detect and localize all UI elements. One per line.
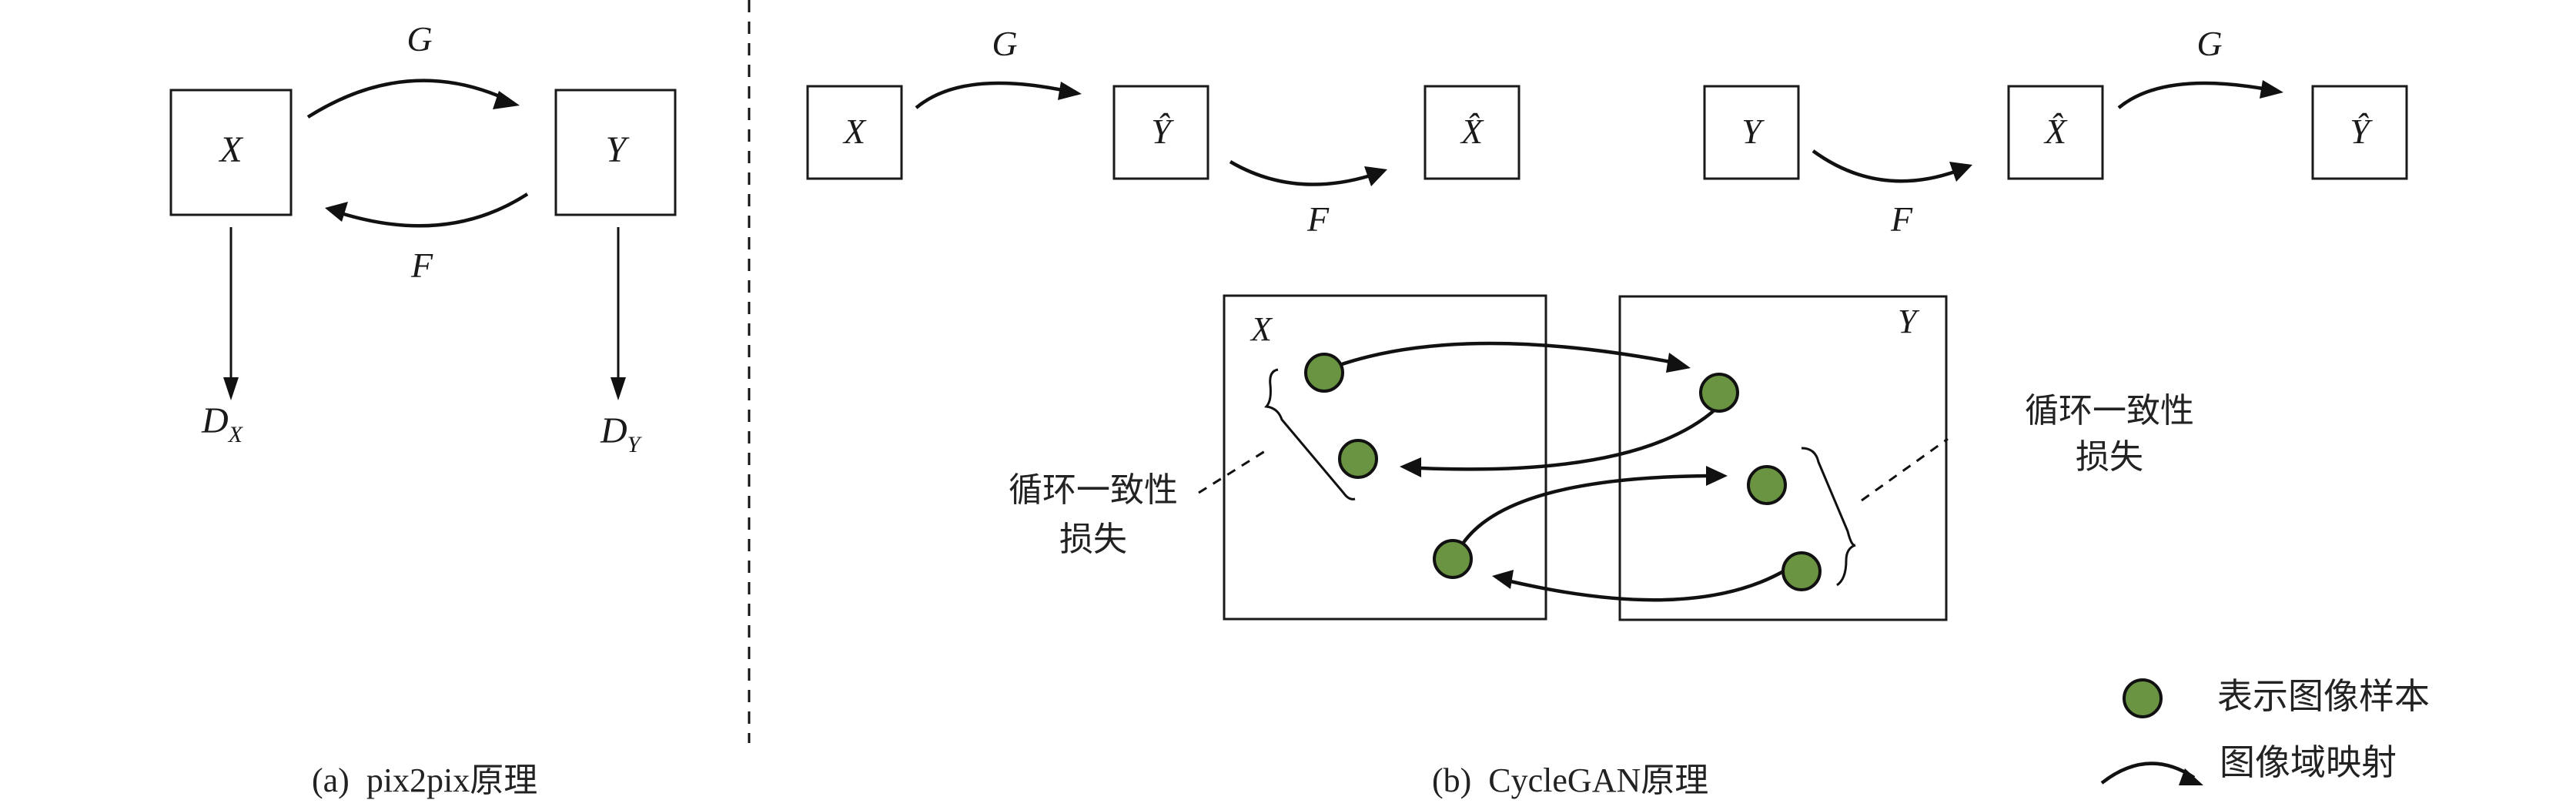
cycle-loss-label-right-line2: 损失 bbox=[2076, 437, 2143, 477]
arrowhead-icon bbox=[611, 377, 626, 400]
legend-mapping-label: 图像域映射 bbox=[2220, 741, 2397, 783]
node-y-label: Y bbox=[1741, 112, 1765, 151]
legend: 表示图像样本 图像域映射 bbox=[2100, 675, 2430, 785]
domain-y-box bbox=[554, 89, 677, 216]
sample-x2 bbox=[1338, 439, 1378, 479]
backward-g-arrow bbox=[2117, 81, 2268, 109]
discriminator-x-label: DX bbox=[201, 400, 244, 447]
cycle-loss-brace-right bbox=[1801, 447, 1856, 587]
arrowhead-icon bbox=[1364, 166, 1387, 186]
domain-y-region bbox=[1618, 295, 1948, 621]
generator-f-arrow bbox=[338, 192, 529, 228]
arrowhead-icon bbox=[1666, 353, 1691, 373]
forward-f-arrow bbox=[1229, 160, 1371, 186]
panel-b-cyclegan: X G Ŷ F X̂ Y F X̂ G Ŷ bbox=[806, 24, 2408, 799]
domain-y-region-label: Y bbox=[1898, 303, 1920, 340]
backward-cycle: Y F X̂ G Ŷ bbox=[1703, 24, 2408, 239]
forward-g-arrow bbox=[915, 81, 1067, 109]
domain-x-region bbox=[1223, 294, 1547, 621]
sample-y2 bbox=[1747, 465, 1787, 505]
arrowhead-icon bbox=[493, 91, 520, 109]
node-x-hat-label: X̂ bbox=[1460, 112, 1484, 151]
panel-a-pix2pix: X Y G F DX DY (a) pix2pix原理 bbox=[169, 19, 677, 799]
arrowhead-icon bbox=[325, 202, 348, 222]
sample-x3 bbox=[1433, 539, 1473, 579]
cycle-loss-label-left-line2: 损失 bbox=[1059, 520, 1127, 559]
forward-g-label: G bbox=[992, 24, 1017, 63]
legend-sample-icon bbox=[2123, 678, 2163, 718]
panel-b-caption: (b) CycleGAN原理 bbox=[1432, 761, 1708, 799]
node-x-hat-box bbox=[1423, 85, 1521, 180]
node-x-hat-label: X̂ bbox=[2043, 112, 2068, 151]
arrowhead-icon bbox=[1400, 457, 1421, 477]
arrowhead-icon bbox=[2179, 768, 2203, 785]
discriminator-y-label: DY bbox=[600, 410, 643, 457]
arrowhead-icon bbox=[223, 377, 239, 400]
arrowhead-icon bbox=[1949, 162, 1972, 182]
cycle-loss-leader-right bbox=[1861, 437, 1949, 502]
backward-g-label: G bbox=[2196, 24, 2222, 63]
mapping-arrow-y1-to-x2 bbox=[1420, 407, 1718, 471]
mapping-arrow-y3-to-x3 bbox=[1510, 568, 1788, 602]
node-y-hat-box bbox=[1112, 85, 1209, 180]
arrowhead-icon bbox=[1706, 466, 1728, 486]
domain-x-box bbox=[169, 89, 293, 216]
domain-x-region-label: X bbox=[1250, 310, 1273, 348]
domain-y-label: Y bbox=[606, 129, 630, 170]
arrowhead-icon bbox=[1492, 570, 1514, 589]
arrowhead-icon bbox=[1058, 82, 1082, 100]
legend-mapping-icon bbox=[2100, 761, 2196, 785]
sample-y3 bbox=[1781, 551, 1822, 591]
sample-y1 bbox=[1699, 373, 1739, 413]
backward-f-label: F bbox=[1890, 199, 1913, 239]
node-y-hat-label: Ŷ bbox=[1151, 112, 1174, 151]
sample-x1 bbox=[1304, 353, 1344, 393]
backward-f-arrow bbox=[1812, 149, 1958, 183]
node-y-hat-box bbox=[2311, 85, 2408, 180]
domain-x-label: X bbox=[218, 129, 243, 170]
panel-a-caption: (a) pix2pix原理 bbox=[312, 761, 537, 799]
node-x-box bbox=[806, 85, 903, 180]
mapping-arrow-x3-to-y2 bbox=[1461, 474, 1710, 545]
node-y-box bbox=[1703, 85, 1800, 180]
generator-f-label: F bbox=[410, 246, 433, 285]
generator-g-label: G bbox=[406, 19, 432, 59]
generator-g-arrow bbox=[306, 79, 509, 119]
image-samples bbox=[1304, 353, 1822, 591]
legend-sample-label: 表示图像样本 bbox=[2217, 675, 2430, 717]
forward-cycle: X G Ŷ F X̂ bbox=[806, 24, 1521, 239]
cycle-loss-leader-left bbox=[1198, 450, 1266, 494]
node-x-label: X bbox=[842, 112, 867, 151]
node-y-hat-label: Ŷ bbox=[2350, 112, 2373, 151]
cycle-loss-label-right-line1: 循环一致性 bbox=[2025, 391, 2194, 430]
cycle-loss-brace-left bbox=[1264, 368, 1356, 500]
forward-f-label: F bbox=[1306, 199, 1330, 239]
node-x-hat-box bbox=[2007, 85, 2104, 180]
cycle-loss-label-left-line1: 循环一致性 bbox=[1009, 470, 1178, 510]
arrowhead-icon bbox=[2260, 80, 2283, 99]
mapping-arrow-x1-to-y1 bbox=[1339, 341, 1671, 367]
